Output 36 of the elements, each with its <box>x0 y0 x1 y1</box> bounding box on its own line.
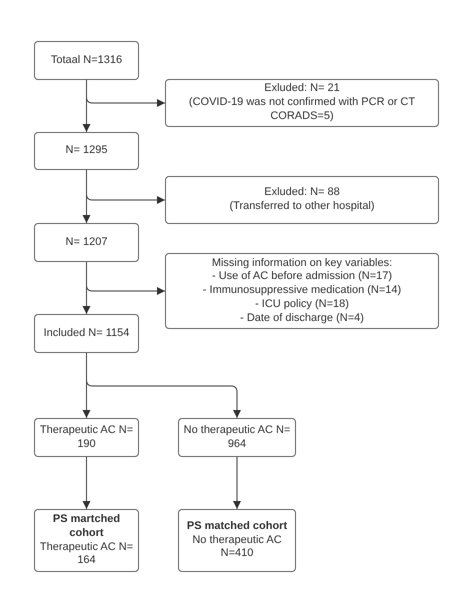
box-text: (COVID-19 was not confirmed with PCR or CT CORADS=5) <box>188 96 416 124</box>
process-box <box>34 509 139 572</box>
arrow <box>82 80 90 132</box>
box-text: - Immunosuppressive medication (N=14) <box>202 284 402 298</box>
process-box <box>34 418 139 457</box>
process-box <box>34 314 139 353</box>
process-box <box>34 223 139 262</box>
box-text: - Use of AC before admission (N=17) <box>212 270 392 284</box>
process-box <box>34 41 139 80</box>
box-text: Totaal N=1316 <box>50 54 122 68</box>
box-text: No therapeutic AC N= 964 <box>183 424 291 452</box>
box-text: N= 1295 <box>66 144 108 158</box>
box-text: Therapeutic AC N= 190 <box>39 424 134 452</box>
box-heading: PS matched cohort <box>186 520 288 534</box>
arrow <box>86 352 241 418</box>
box-text: N= 1207 <box>66 236 108 250</box>
process-box <box>165 176 439 224</box>
box-text: - ICU policy (N=18) <box>255 298 349 312</box>
box-text: Exluded: N= 88 <box>264 186 340 200</box>
box-text: No therapeutic AC N=410 <box>191 534 283 562</box>
arrow <box>82 262 90 314</box>
box-text: Therapeutic AC N= 164 <box>39 540 134 568</box>
process-box <box>165 79 439 127</box>
process-box <box>178 418 296 457</box>
arrow <box>82 456 90 510</box>
box-heading: PS martched cohort <box>52 513 122 540</box>
box-text: Missing information on key variables: <box>212 256 392 270</box>
box-text: Exluded: N= 21 <box>264 82 340 96</box>
process-box <box>165 253 439 329</box>
arrow <box>233 456 241 510</box>
process-box <box>178 509 296 572</box>
process-box <box>34 132 139 170</box>
arrow <box>82 170 90 224</box>
box-text: Included N= 1154 <box>44 326 130 340</box>
box-text: (Transferred to other hospital) <box>229 200 375 214</box>
box-text: - Date of discharge (N=4) <box>240 312 364 326</box>
